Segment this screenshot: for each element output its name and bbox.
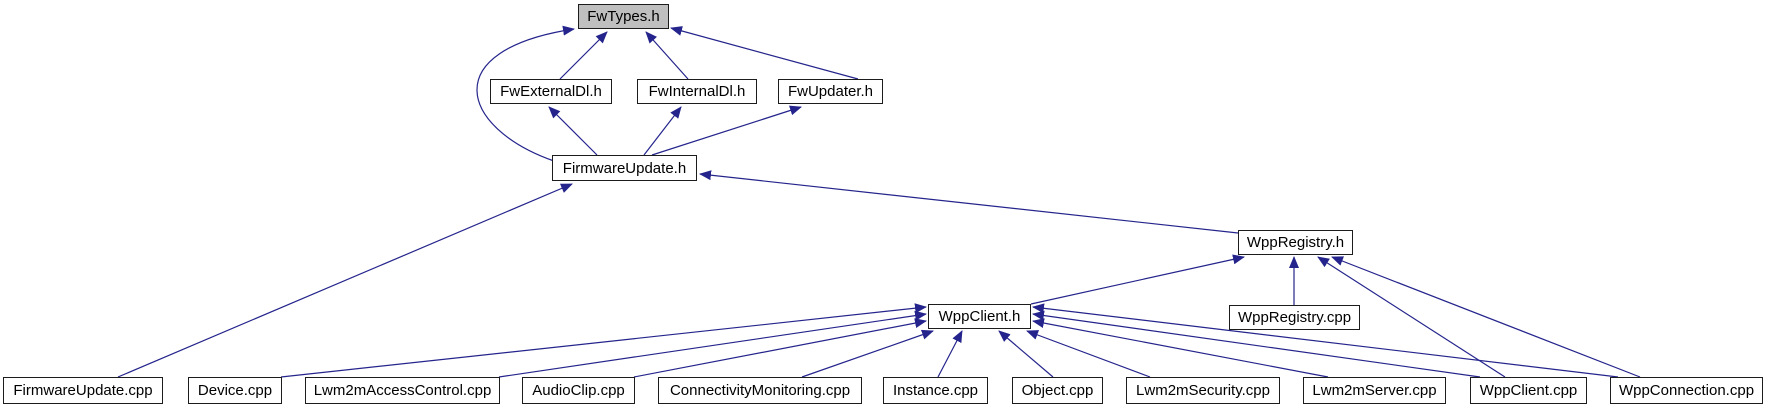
graph-node-firmwareupdate-cpp[interactable]: FirmwareUpdate.cpp bbox=[3, 377, 163, 404]
graph-node-wppregistry-cpp[interactable]: WppRegistry.cpp bbox=[1229, 305, 1360, 330]
graph-node-wppclient-cpp[interactable]: WppClient.cpp bbox=[1470, 377, 1587, 404]
edge-wppclient-h-to-wppregistry-h bbox=[1030, 254, 1245, 305]
graph-node-wppconnection-cpp[interactable]: WppConnection.cpp bbox=[1610, 377, 1763, 404]
edge-fwinternaldl-h-to-fwtypes-h bbox=[645, 31, 689, 80]
edge-object-cpp-to-wppclient-h bbox=[998, 330, 1054, 378]
graph-node-object-cpp[interactable]: Object.cpp bbox=[1012, 377, 1103, 404]
edge-audioclip-cpp-to-wppclient-h bbox=[633, 318, 927, 378]
edge-wppconnection-cpp-to-wppregistry-h bbox=[1331, 256, 1641, 378]
edge-fwupdater-h-to-fwtypes-h bbox=[670, 26, 859, 80]
graph-node-wppclient-h[interactable]: WppClient.h bbox=[928, 304, 1031, 329]
graph-node-lwm2msecurity-cpp[interactable]: Lwm2mSecurity.cpp bbox=[1126, 377, 1280, 404]
edge-wppregistry-h-to-firmwareupdate-h bbox=[699, 170, 1239, 234]
edge-firmwareupdate-h-to-fwupdater-h bbox=[651, 105, 802, 156]
edge-connectivitymonitoring-cpp-to-wppclient-h bbox=[801, 329, 934, 378]
graph-node-firmwareupdate-h[interactable]: FirmwareUpdate.h bbox=[552, 155, 697, 181]
edge-lwm2msecurity-cpp-to-wppclient-h bbox=[1026, 330, 1151, 378]
graph-node-wppregistry-h[interactable]: WppRegistry.h bbox=[1238, 230, 1353, 255]
graph-node-fwupdater-h[interactable]: FwUpdater.h bbox=[778, 79, 883, 104]
graph-node-lwm2mserver-cpp[interactable]: Lwm2mServer.cpp bbox=[1303, 377, 1446, 404]
graph-node-audioclip-cpp[interactable]: AudioClip.cpp bbox=[522, 377, 635, 404]
graph-node-device-cpp[interactable]: Device.cpp bbox=[188, 377, 282, 404]
edge-fwexternaldl-h-to-fwtypes-h bbox=[559, 31, 608, 80]
edge-device-cpp-to-wppclient-h bbox=[280, 303, 927, 378]
graph-node-fwtypes-h: FwTypes.h bbox=[578, 4, 669, 29]
graph-node-fwexternaldl-h[interactable]: FwExternalDl.h bbox=[490, 79, 612, 104]
edge-firmwareupdate-cpp-to-firmwareupdate-h bbox=[117, 183, 573, 378]
edge-firmwareupdate-h-to-fwinternaldl-h bbox=[643, 106, 682, 156]
graph-node-fwinternaldl-h[interactable]: FwInternalDl.h bbox=[637, 79, 757, 104]
edge-lwm2maccesscontrol-cpp-to-wppclient-h bbox=[498, 310, 927, 378]
graph-node-instance-cpp[interactable]: Instance.cpp bbox=[883, 377, 988, 404]
edge-firmwareupdate-h-to-fwexternaldl-h bbox=[548, 106, 598, 156]
graph-node-lwm2maccesscontrol-cpp[interactable]: Lwm2mAccessControl.cpp bbox=[305, 377, 500, 404]
edge-instance-cpp-to-wppclient-h bbox=[937, 330, 963, 378]
graph-node-connectivitymonitoring-cpp[interactable]: ConnectivityMonitoring.cpp bbox=[658, 377, 862, 404]
